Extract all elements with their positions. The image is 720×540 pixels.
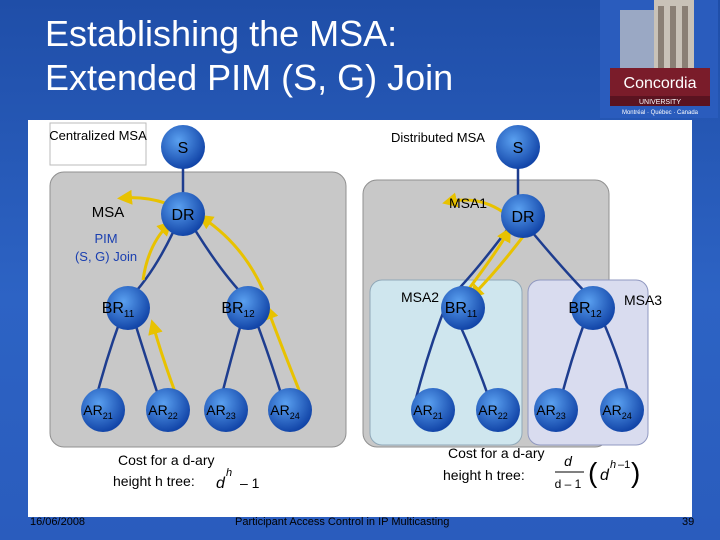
left-nodes <box>81 125 312 432</box>
right-ar21-node <box>411 388 455 432</box>
left-ar23-label: AR23 <box>206 402 235 421</box>
left-dr-node <box>161 192 205 236</box>
right-formula-num: d <box>564 453 573 469</box>
right-cost-line2: height h tree: <box>443 467 525 483</box>
right-cost-line1: Cost for a d-ary <box>448 445 544 461</box>
right-ar23-node <box>534 388 578 432</box>
msa1-label: MSA1 <box>449 195 487 211</box>
left-br12-node <box>226 286 270 330</box>
footer-page-number: 39 <box>682 516 695 528</box>
footer-title: Participant Access Control in IP Multica… <box>235 516 450 528</box>
left-formula-base: d <box>216 475 226 492</box>
right-dr-label: DR <box>511 209 534 226</box>
right-ar22-node <box>476 388 520 432</box>
right-br12-label: BR12 <box>568 300 602 320</box>
right-source-label: S <box>513 140 524 157</box>
svg-text:Montréal · Québec · Canada: Montréal · Québec · Canada <box>622 110 699 116</box>
left-cost-line2: height h tree: <box>113 473 195 489</box>
right-ar21-label: AR21 <box>413 402 442 421</box>
right-formula-paren-open: ( <box>588 457 598 488</box>
left-br11-label: BR11 <box>102 300 135 320</box>
right-nodes <box>411 125 644 432</box>
msa3-label: MSA3 <box>624 292 662 308</box>
right-heading: Distributed MSA <box>391 130 485 145</box>
left-dr-label: DR <box>171 207 194 224</box>
left-heading-box <box>49 122 147 166</box>
right-br11-node <box>441 286 485 330</box>
right-dr-node <box>501 194 545 238</box>
pim-label-1: PIM <box>94 231 117 246</box>
right-ar24-node <box>600 388 644 432</box>
left-ar21-node <box>81 388 125 432</box>
msa-diagram: S DR BR11 BR12 AR21 AR22 AR23 AR24 S DR … <box>49 122 662 492</box>
right-formula-den: d – 1 <box>555 477 582 491</box>
right-br11-label: BR11 <box>445 300 478 320</box>
pim-label-2: (S, G) Join <box>75 249 137 264</box>
left-formula-tail: – 1 <box>240 475 260 491</box>
right-formula-paren-tail: –1 <box>618 459 630 471</box>
slide-title: Establishing the MSA: Extended PIM (S, G… <box>45 12 565 100</box>
left-formula-exp: h <box>226 467 232 479</box>
left-ar22-label: AR22 <box>148 402 177 421</box>
left-ar23-node <box>204 388 248 432</box>
footer-date: 16/06/2008 <box>30 516 86 528</box>
concordia-logo: Concordia UNIVERSITY Montréal · Québec ·… <box>600 0 718 118</box>
left-br12-label: BR12 <box>221 300 255 320</box>
left-br11-node <box>106 286 150 330</box>
right-ar23-label: AR23 <box>536 402 565 421</box>
left-panel <box>49 171 347 448</box>
right-ar24-label: AR24 <box>602 402 631 421</box>
msa2-label: MSA2 <box>401 289 439 305</box>
left-ar24-label: AR24 <box>270 402 299 421</box>
right-formula-paren-close: ) <box>631 457 640 488</box>
title-line-2: Extended PIM (S, G) Join <box>45 57 454 98</box>
svg-text:Concordia: Concordia <box>624 75 697 92</box>
left-source-label: S <box>178 140 189 157</box>
title-line-1: Establishing the MSA: <box>45 13 398 54</box>
right-source-node <box>496 125 540 169</box>
right-formula-paren-base: d <box>600 467 610 484</box>
right-br12-node <box>571 286 615 330</box>
right-formula-paren-exp: h <box>610 459 616 471</box>
left-cost-line1: Cost for a d-ary <box>118 452 214 468</box>
left-ar24-node <box>268 388 312 432</box>
left-source-node <box>161 125 205 169</box>
left-heading: Centralized MSA <box>49 128 147 143</box>
left-ar22-node <box>146 388 190 432</box>
content-area: S DR BR11 BR12 AR21 AR22 AR23 AR24 S DR … <box>28 120 692 517</box>
left-msa-label: MSA <box>92 204 125 221</box>
left-ar21-label: AR21 <box>83 402 112 421</box>
svg-text:UNIVERSITY: UNIVERSITY <box>639 99 681 106</box>
right-ar22-label: AR22 <box>478 402 507 421</box>
